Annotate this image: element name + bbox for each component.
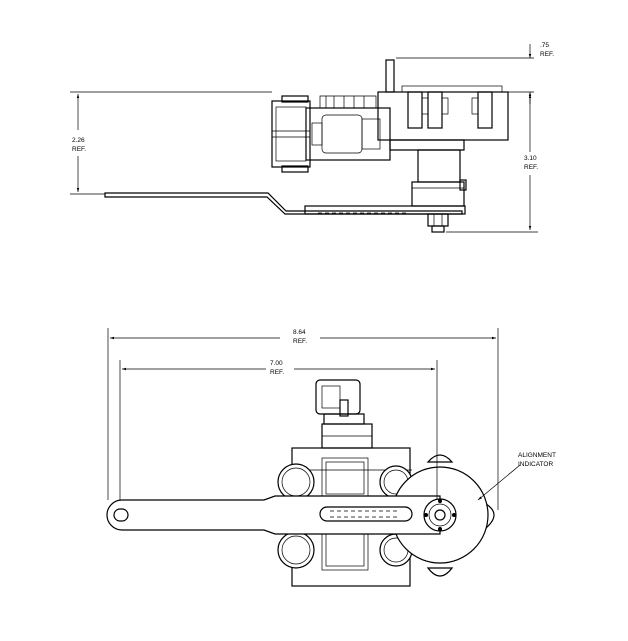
dim-left-ref: REF. <box>72 146 86 153</box>
dim-inner-ref: REF. <box>270 369 284 376</box>
alignment-label-line1: ALIGNMENT <box>518 452 556 459</box>
dim-overall-value: 8.64 <box>293 329 306 336</box>
side-view <box>104 59 509 233</box>
dim-overall-ref: REF. <box>293 338 307 345</box>
dim-inner-value: 7.00 <box>270 360 283 367</box>
dim-right-ref: REF. <box>524 164 538 171</box>
dim-top-value: .75 <box>540 42 549 49</box>
dim-right-value: 3.10 <box>524 155 537 162</box>
dim-left-value: 2.26 <box>72 137 85 144</box>
plan-dimensions: 8.64 REF. 7.00 REF. ALIGNMENT INDICATOR <box>107 328 556 510</box>
alignment-label-line2: INDICATOR <box>518 461 553 468</box>
dim-top-ref: REF. <box>540 51 554 58</box>
side-dimensions: .75 REF. 3.10 REF. 2.26 REF. <box>70 42 554 233</box>
plan-view <box>106 379 495 587</box>
